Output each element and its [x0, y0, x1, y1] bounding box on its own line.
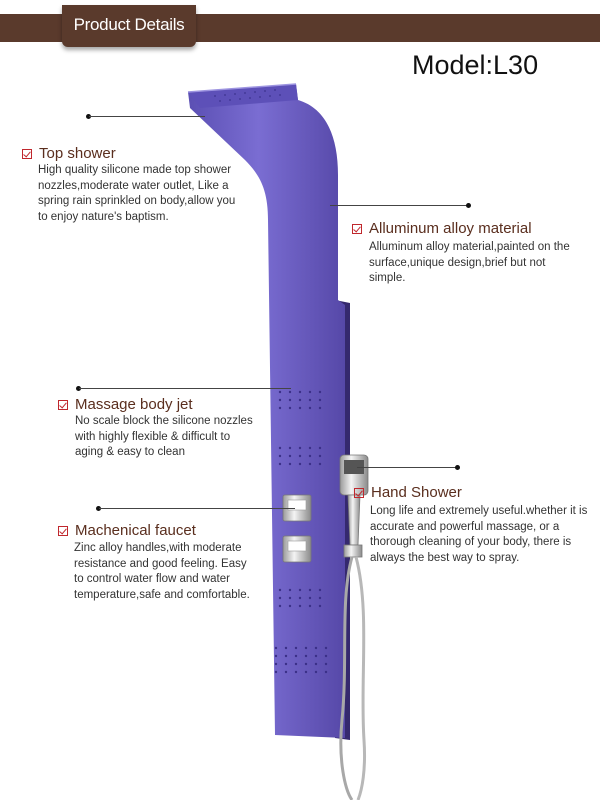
- callout-dot-hand-shower: [455, 465, 460, 470]
- faucet-handle-lower: [282, 535, 312, 563]
- callout-dot-massage: [76, 386, 81, 391]
- top-shower-nozzles: [214, 89, 281, 102]
- feature-title-faucet: Machenical faucet: [58, 522, 196, 539]
- feature-title-top-shower: Top shower: [22, 145, 116, 162]
- feature-desc-hand-shower: Long life and extremely useful.whether i…: [370, 505, 588, 564]
- faucet-handle-upper: [282, 494, 312, 522]
- feature-desc-faucet: Zinc alloy handles,with moderate resista…: [74, 542, 250, 601]
- feature-title-aluminum: Alluminum alloy material: [352, 220, 532, 237]
- hand-shower: [339, 454, 369, 558]
- callout-dot-aluminum: [466, 203, 471, 208]
- shower-hose: [339, 556, 354, 800]
- callout-line-aluminum: [330, 205, 468, 206]
- checkbox-icon: [352, 223, 362, 234]
- panel-body: [188, 84, 345, 738]
- model-label: Model:L30: [412, 50, 539, 80]
- checkbox-icon: [58, 525, 68, 536]
- feature-desc-aluminum: Alluminum alloy material,painted on the …: [369, 241, 570, 284]
- callout-line-hand-shower: [357, 467, 457, 468]
- callout-dot-top-shower: [86, 114, 91, 119]
- checkbox-icon: [58, 399, 68, 410]
- massage-jets-middle: [278, 446, 322, 466]
- callout-line-massage: [79, 388, 291, 389]
- checkbox-icon: [22, 148, 32, 159]
- feature-title-massage: Massage body jet: [58, 396, 193, 413]
- feature-desc-massage: No scale block the silicone nozzles with…: [75, 415, 253, 458]
- massage-jets-lower: [278, 588, 322, 608]
- callout-dot-faucet: [96, 506, 101, 511]
- feature-title-hand-shower: Hand Shower: [354, 484, 462, 501]
- feature-desc-top-shower: High quality silicone made top shower no…: [38, 164, 236, 223]
- massage-jets-bottom: [274, 646, 328, 674]
- callout-line-faucet: [99, 508, 295, 509]
- callout-line-top-shower: [89, 116, 205, 117]
- checkbox-icon: [354, 487, 364, 498]
- massage-jets-upper: [278, 390, 322, 410]
- header-tab: Product Details: [62, 5, 196, 47]
